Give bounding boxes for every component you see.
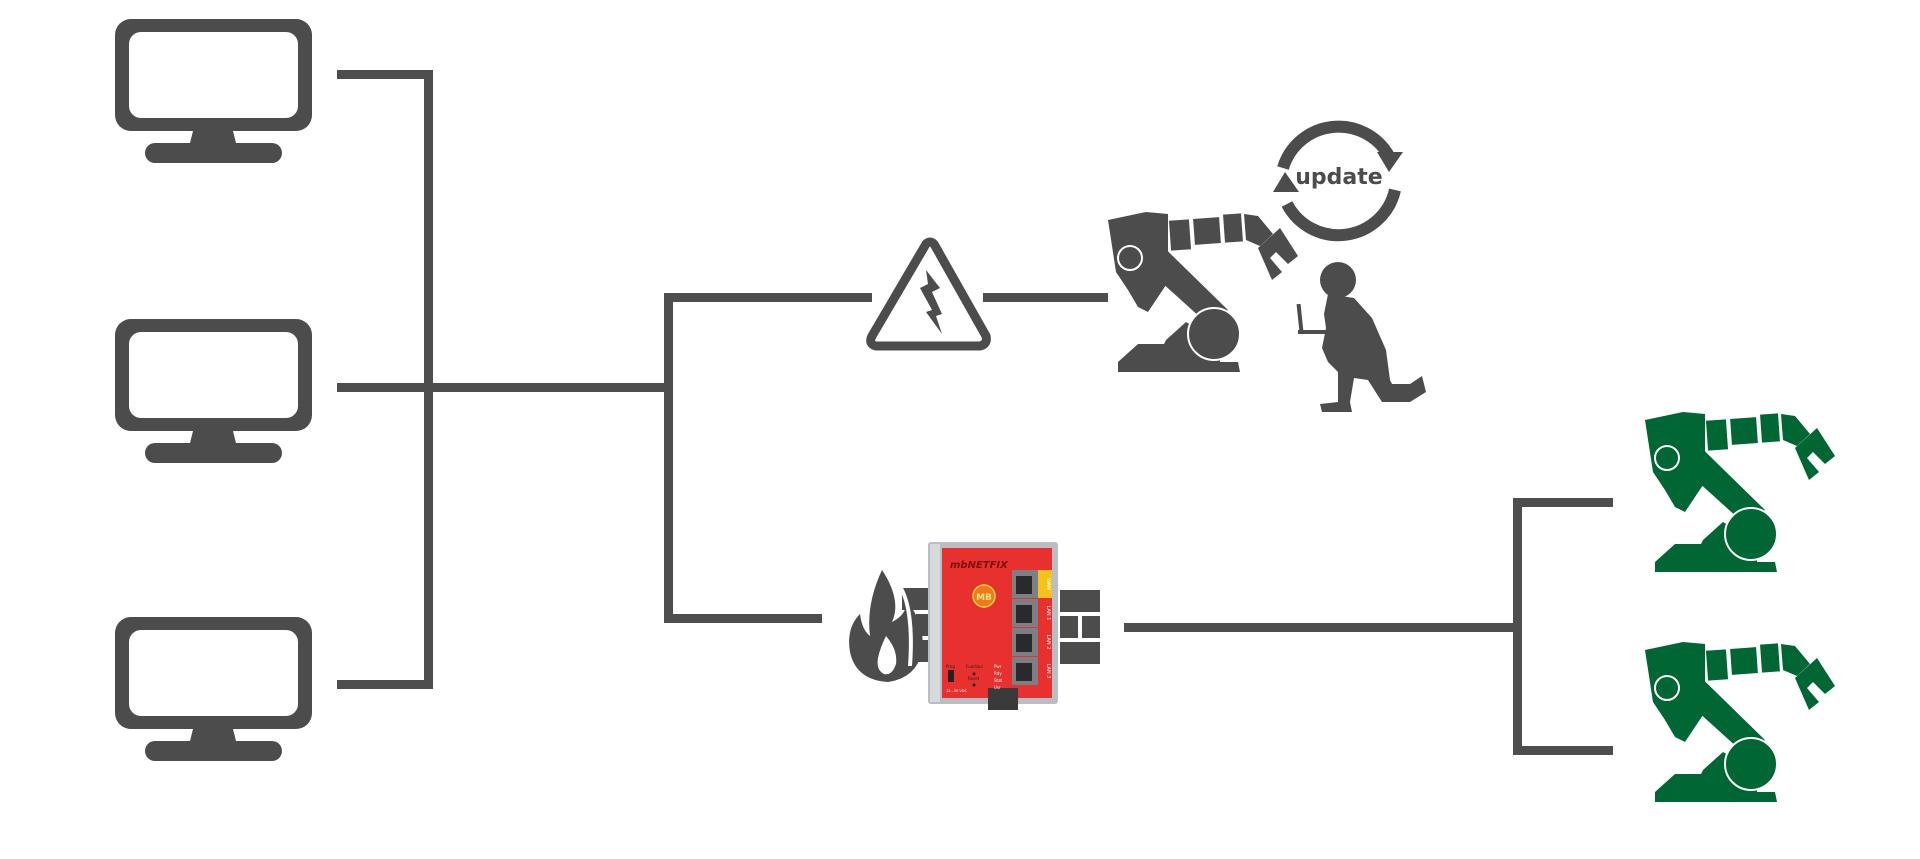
usb-label: Prog	[946, 664, 955, 669]
ethernet-ports	[1012, 570, 1038, 685]
update-cycle-icon	[1273, 120, 1403, 242]
port-label-lan2: LAN 2	[1045, 635, 1051, 650]
update-label: update	[1295, 165, 1382, 190]
line-pc1	[337, 70, 433, 79]
computer-1	[115, 19, 312, 163]
led-pwr: Pwr	[994, 664, 1002, 669]
monitor-icon	[115, 319, 312, 463]
led-usr: Usr	[994, 685, 1001, 690]
green-robot-2	[1645, 642, 1835, 802]
line-gateway-robots	[1124, 623, 1521, 632]
reset-button-label: Reset	[968, 676, 980, 681]
device-brand: mbNETFIX	[950, 560, 1009, 571]
power-label: 12...30 VDC	[946, 689, 967, 693]
line-bus-right	[1513, 498, 1522, 755]
function-button-label: Function	[966, 664, 983, 669]
line-to-hazard	[664, 293, 872, 302]
mbnetfix-gateway-device: mbNETFIX MB WAN LAN 1 LAN 2 LAN 3 Prog F…	[928, 542, 1058, 710]
line-hazard-robot	[983, 293, 1108, 302]
port-label-wan: WAN	[1045, 578, 1051, 590]
high-voltage-warning-icon	[866, 237, 991, 351]
monitor-icon	[115, 617, 312, 761]
led-rdy: Rdy	[994, 671, 1002, 676]
technician-with-laptop-icon	[1296, 262, 1426, 412]
line-robot2	[1513, 746, 1613, 755]
firewall-bricks-right	[1060, 590, 1100, 664]
line-pc3	[337, 680, 433, 689]
port-label-lan3: LAN 3	[1045, 664, 1051, 679]
device-logo: MB	[976, 593, 992, 603]
line-to-firewall	[664, 614, 822, 623]
computer-2	[115, 319, 312, 463]
line-robot1	[1513, 498, 1613, 507]
line-bus-left	[424, 70, 433, 688]
led-stat: Stat	[994, 678, 1003, 683]
green-robot-1	[1645, 412, 1835, 572]
monitor-icon	[115, 19, 312, 163]
line-pc2-trunk	[337, 383, 673, 392]
port-label-lan1: LAN 1	[1045, 606, 1051, 621]
connection-lines	[337, 70, 1613, 755]
industrial-robot-icon	[1108, 212, 1298, 372]
computer-3	[115, 617, 312, 761]
line-bus-mid	[664, 293, 673, 623]
